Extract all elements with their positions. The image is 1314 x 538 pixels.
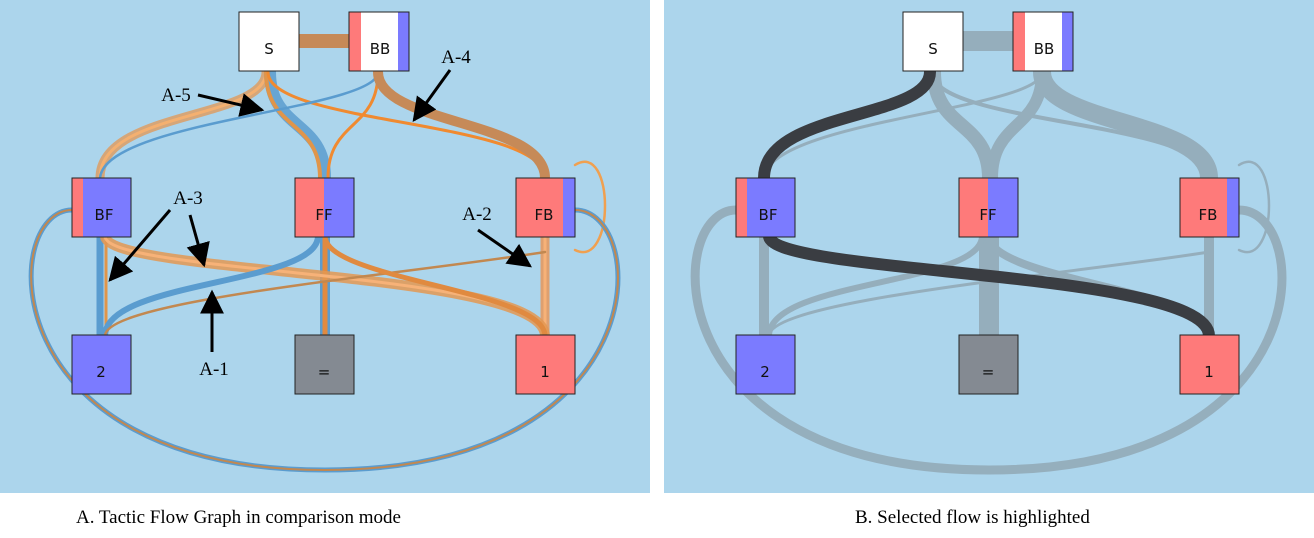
node-fb-label: FB (535, 206, 554, 224)
tactic-flow-graph-b: S BB BF FF (690, 11, 1287, 475)
node-ff[interactable]: FF (294, 177, 355, 238)
annotation-a1: A-1 (199, 359, 229, 380)
node-bf[interactable]: BF (735, 177, 796, 238)
node-fb[interactable]: FB (1179, 177, 1240, 238)
node-eq[interactable]: = (958, 334, 1019, 395)
arrow-a4 (412, 69, 452, 122)
edge-ff-1[interactable] (322, 233, 548, 339)
edge-outer-loop[interactable] (690, 205, 1287, 475)
node-ff-label: FF (315, 206, 332, 224)
flow-edges (28, 34, 621, 473)
nodes: S BB BF FF (71, 11, 576, 395)
edge-bb-bf[interactable] (762, 70, 1044, 180)
node-ff[interactable]: FF (958, 177, 1019, 238)
node-eq[interactable]: = (294, 334, 355, 395)
highlight-bf-1[interactable] (763, 230, 1215, 342)
nodes: S BB BF FF (735, 11, 1240, 395)
edge-fb-2[interactable] (103, 250, 547, 338)
node-bf-label: BF (759, 206, 778, 224)
node-2-label: 2 (760, 363, 770, 381)
arrow-a3-left (108, 209, 172, 282)
edge-fb-loop[interactable] (573, 160, 607, 254)
node-bb-label: BB (370, 40, 391, 58)
node-2[interactable]: 2 (71, 334, 132, 395)
node-1[interactable]: 1 (515, 334, 576, 395)
flow-edges-faded (690, 31, 1287, 475)
caption-a: A. Tactic Flow Graph in comparison mode (76, 507, 401, 528)
node-bb[interactable]: BB (348, 11, 410, 72)
edge-s-fb[interactable] (266, 70, 547, 180)
node-1[interactable]: 1 (1179, 334, 1240, 395)
caption-b: B. Selected flow is highlighted (855, 507, 1090, 528)
arrow-a5 (197, 93, 265, 117)
edge-bb-ff[interactable] (986, 66, 1048, 184)
edge-fb-2[interactable] (767, 250, 1211, 338)
annotation-a3: A-3 (173, 188, 203, 209)
edge-bb-ff[interactable] (326, 70, 380, 180)
edge-ff-2[interactable] (766, 233, 985, 339)
edge-bb-bf[interactable] (98, 70, 380, 180)
annotation-a5: A-5 (161, 85, 191, 106)
edge-s-ff[interactable] (264, 66, 331, 184)
edge-ff-2[interactable] (102, 233, 321, 339)
node-2[interactable]: 2 (735, 334, 796, 395)
node-1-label: 1 (1204, 363, 1214, 381)
node-bf[interactable]: BF (71, 177, 132, 238)
highlight-s-bf[interactable] (758, 66, 936, 184)
node-bb[interactable]: BB (1012, 11, 1074, 72)
panel-b-selected-flow: S BB BF FF (664, 0, 1314, 493)
node-fb-label: FB (1199, 206, 1218, 224)
node-fb[interactable]: FB (515, 177, 576, 238)
annotation-a4: A-4 (441, 47, 471, 68)
node-s[interactable]: S (238, 11, 300, 72)
highlighted-flow[interactable] (758, 66, 1215, 342)
node-2-label: 2 (96, 363, 106, 381)
arrow-a2 (477, 228, 532, 268)
edge-s-ff[interactable] (927, 65, 996, 185)
edge-bb-fb[interactable] (1033, 63, 1218, 187)
edge-bb-fb[interactable] (373, 67, 550, 183)
annotation-a2: A-2 (462, 204, 492, 225)
node-1-label: 1 (540, 363, 550, 381)
arrow-a3-right (186, 214, 210, 268)
node-eq-label: = (318, 363, 331, 381)
tactic-flow-graph-a: A-5 A-4 A-3 A-2 A-1 S (28, 11, 621, 473)
edge-fb-loop[interactable] (1237, 160, 1271, 254)
panel-a-comparison-mode: A-5 A-4 A-3 A-2 A-1 S (0, 0, 650, 493)
node-ff-label: FF (979, 206, 996, 224)
annotations: A-5 A-4 A-3 A-2 A-1 (108, 47, 532, 380)
node-s-label: S (928, 40, 938, 58)
node-s-label: S (264, 40, 274, 58)
node-s[interactable]: S (902, 11, 964, 72)
node-eq-label: = (982, 363, 995, 381)
edge-s-fb[interactable] (930, 70, 1211, 180)
node-bb-label: BB (1034, 40, 1055, 58)
node-bf-label: BF (95, 206, 114, 224)
